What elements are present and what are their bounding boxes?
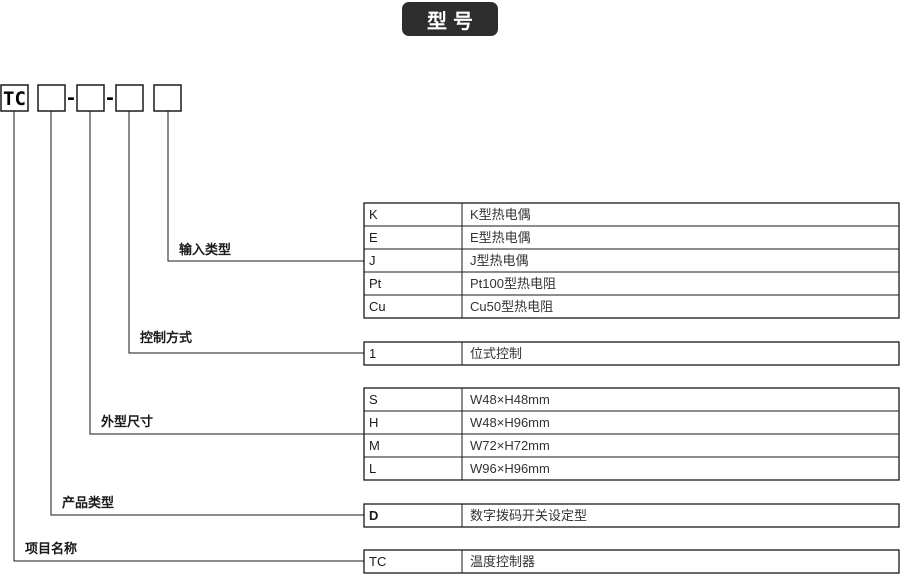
table-product-type: D 数字拨码开关设定型 [363, 503, 900, 528]
separator-1: - [65, 87, 76, 109]
row-desc: W48×H48mm [470, 392, 550, 407]
connector-product-type [50, 111, 364, 516]
slot-box-size [76, 84, 105, 112]
row-desc: W48×H96mm [470, 415, 550, 430]
label-item-name: 项目名称 [25, 541, 77, 556]
row-desc: W72×H72mm [470, 438, 550, 453]
row-code: Cu [369, 299, 386, 314]
table-size: S W48×H48mm H W48×H96mm M W72×H72mm L W9… [363, 387, 900, 481]
title-badge: 型号 [402, 2, 498, 36]
label-size: 外型尺寸 [100, 414, 153, 429]
row-code: K [369, 207, 378, 222]
label-input-type: 输入类型 [179, 242, 231, 257]
row-code: S [369, 392, 378, 407]
row-code: E [369, 230, 378, 245]
row-desc: 数字拨码开关设定型 [470, 508, 587, 523]
table-input-type: K K型热电偶 E E型热电偶 J J型热电偶 Pt Pt100型热电阻 Cu … [363, 202, 900, 319]
row-desc: 位式控制 [470, 346, 522, 361]
row-desc: W96×H96mm [470, 461, 550, 476]
row-code: Pt [369, 276, 382, 291]
connector-input-type [167, 111, 364, 262]
slot-box-product-type [37, 84, 66, 112]
row-desc: E型热电偶 [470, 230, 531, 245]
row-desc: K型热电偶 [470, 207, 531, 222]
row-code: TC [369, 554, 386, 569]
connector-lines [13, 111, 364, 562]
connector-control-mode [128, 111, 364, 354]
label-product-type: 产品类型 [62, 495, 114, 510]
table-item-name: TC 温度控制器 [363, 549, 900, 574]
prefix-text: TC [3, 88, 26, 110]
model-code-boxes [0, 84, 182, 112]
label-control-mode: 控制方式 [140, 330, 192, 345]
slot-box-control [115, 84, 144, 112]
slot-box-input [153, 84, 182, 112]
connector-size [89, 111, 364, 435]
row-code: H [369, 415, 378, 430]
row-code: 1 [369, 346, 376, 361]
row-code: M [369, 438, 380, 453]
row-desc: J型热电偶 [470, 253, 529, 268]
row-code: L [369, 461, 376, 476]
table-control-mode: 1 位式控制 [363, 341, 900, 366]
separator-2: - [104, 87, 115, 109]
row-desc: Cu50型热电阻 [470, 299, 553, 314]
row-desc: Pt100型热电阻 [470, 276, 556, 291]
connector-item-name [13, 111, 364, 562]
row-desc: 温度控制器 [470, 554, 535, 569]
row-code: D [369, 508, 378, 523]
row-code: J [369, 253, 376, 268]
